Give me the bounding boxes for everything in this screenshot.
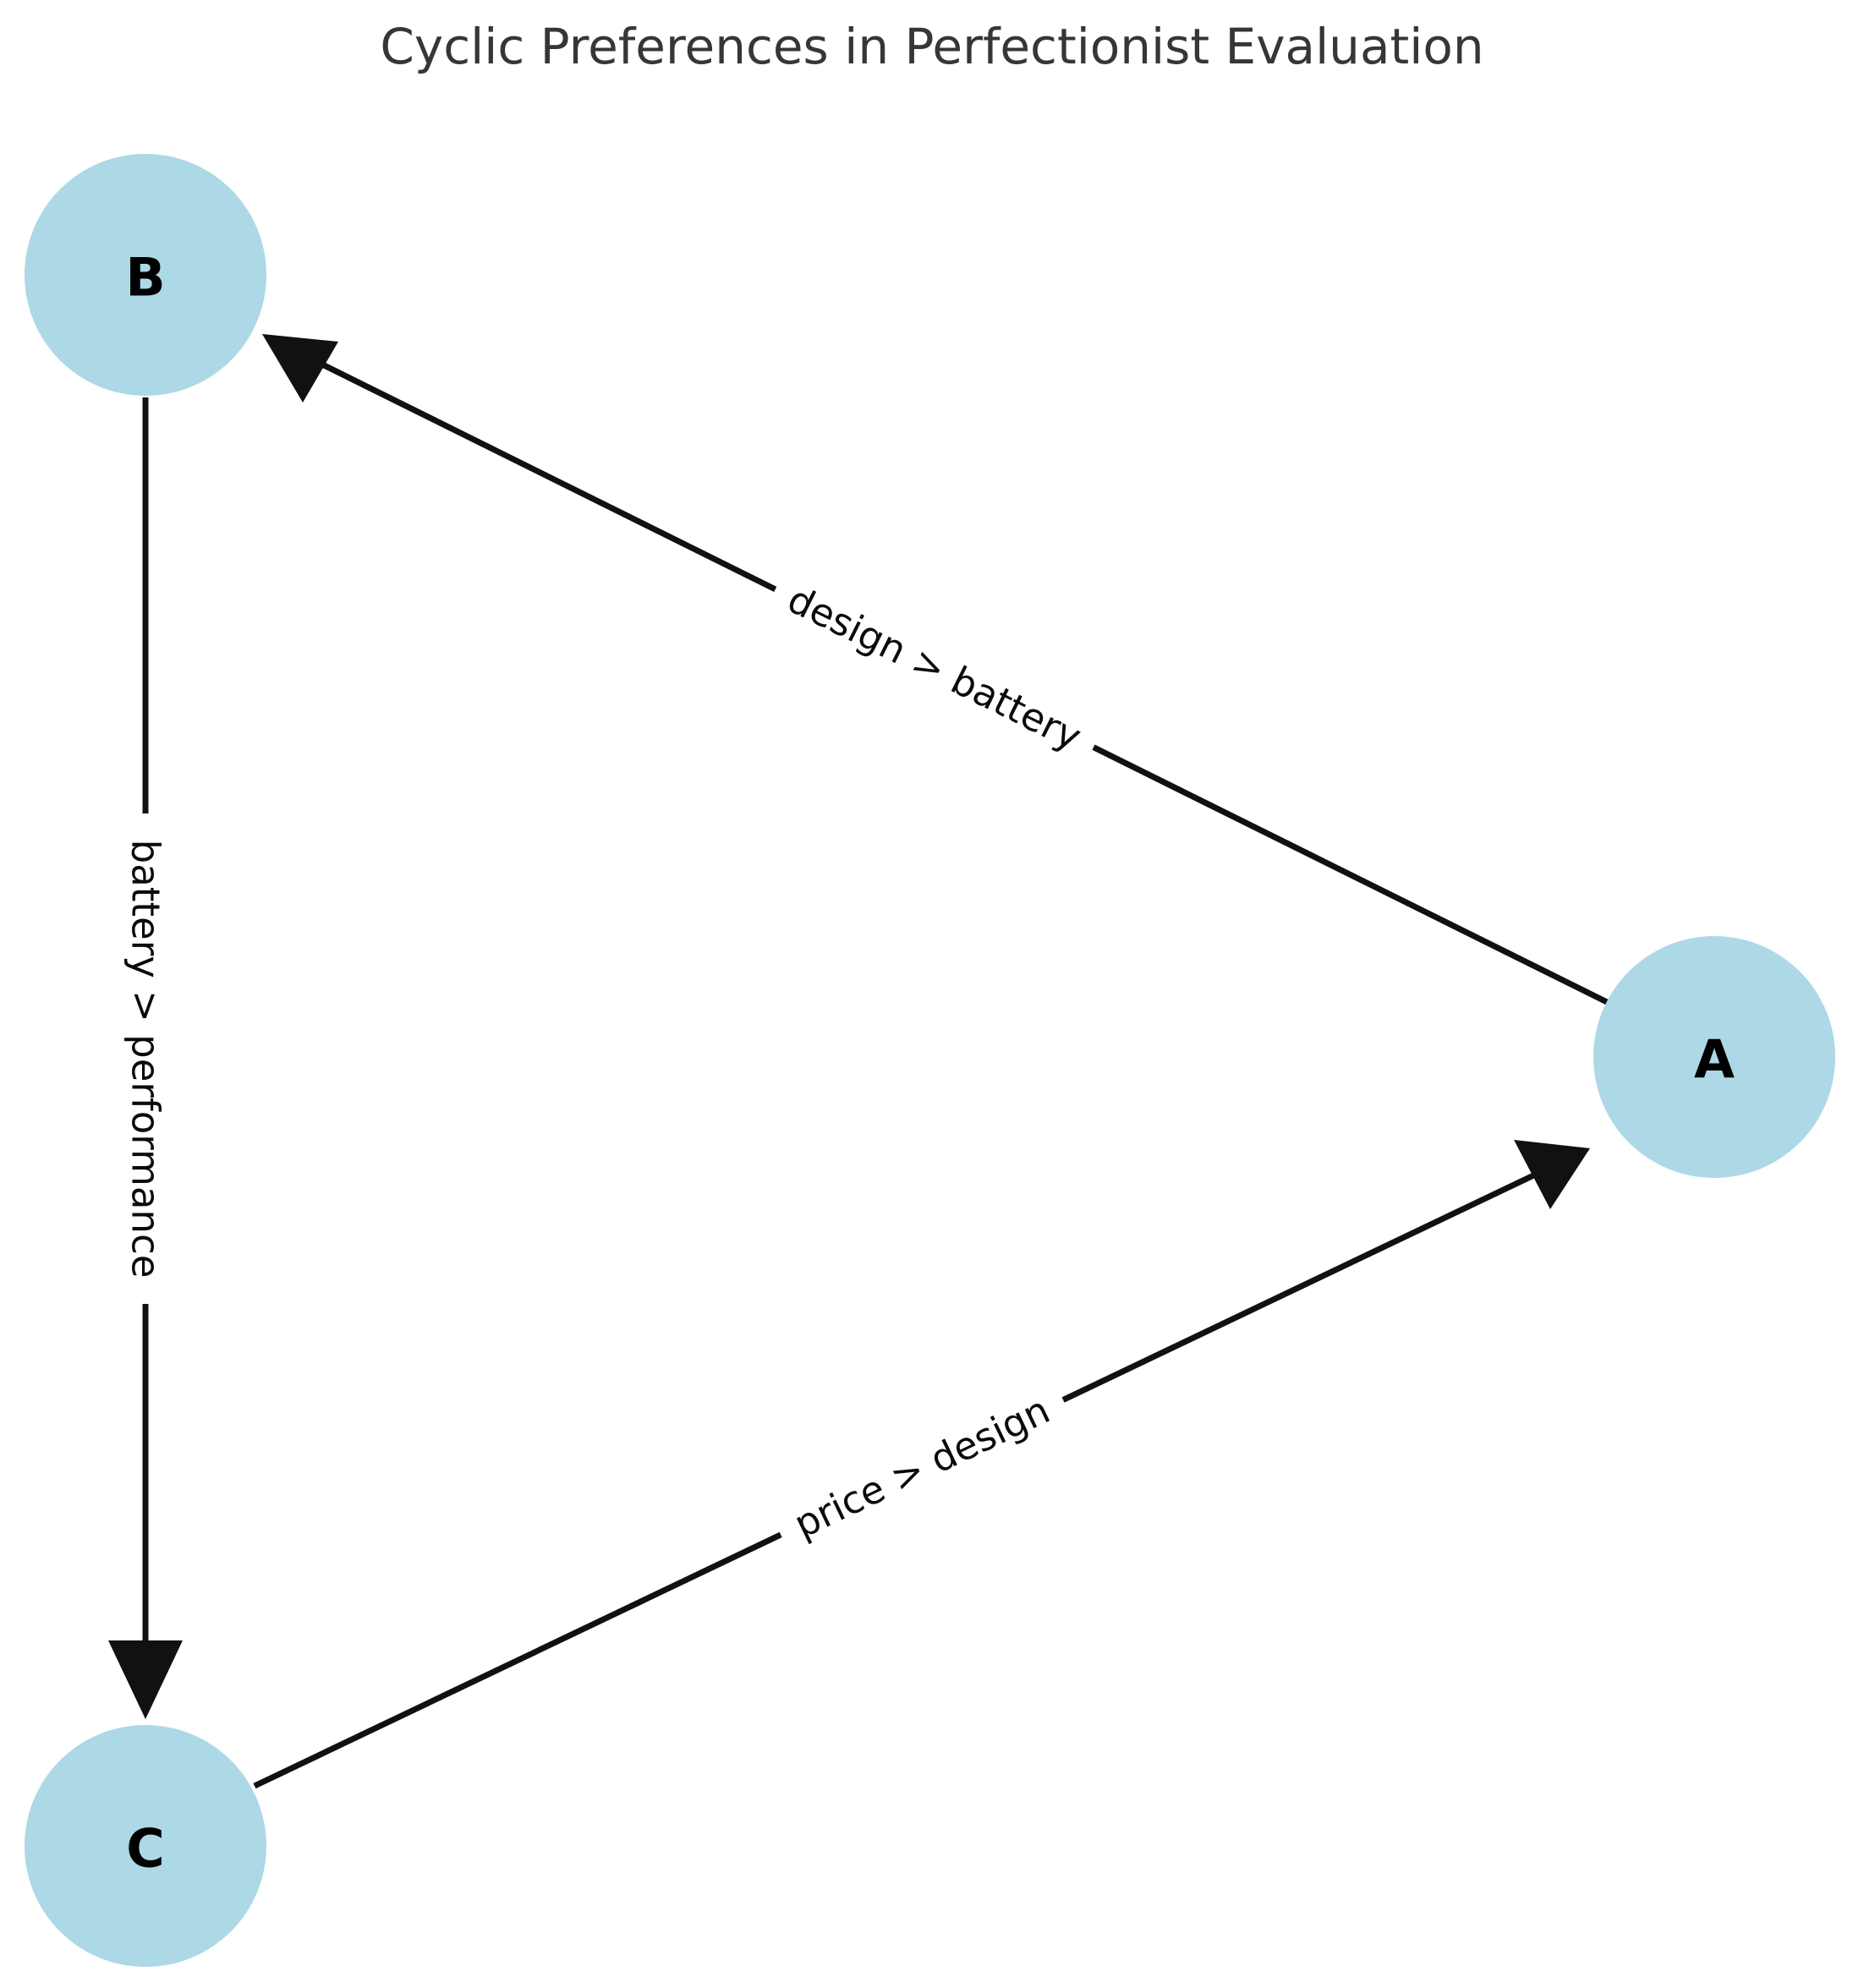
edge-b-to-c-label-group: battery > performance xyxy=(118,813,173,1304)
node-b-label: B xyxy=(125,247,165,309)
node-a[interactable]: A xyxy=(1593,936,1835,1178)
node-c[interactable]: C xyxy=(25,1725,266,1967)
node-a-circle xyxy=(1593,936,1835,1178)
edge-c-to-a-arrowhead xyxy=(1514,1140,1590,1209)
node-b-circle xyxy=(25,154,266,396)
nodes-layer: B A C xyxy=(25,154,1835,1967)
node-b[interactable]: B xyxy=(25,154,266,396)
edge-b-to-c-label-backdrop xyxy=(118,813,173,1304)
edge-b-to-c-arrowhead xyxy=(108,1640,183,1719)
edge-c-to-a-label-backdrop xyxy=(769,1375,1075,1559)
edge-a-to-b-label-backdrop xyxy=(763,564,1106,772)
edge-a-to-b-arrowhead xyxy=(262,334,338,403)
edges-layer: design > battery battery > performance p… xyxy=(108,334,1609,1789)
node-c-circle xyxy=(25,1725,266,1967)
edge-b-to-c-label: battery > performance xyxy=(123,840,168,1279)
node-a-label: A xyxy=(1694,1029,1735,1091)
edge-b-to-c[interactable]: battery > performance xyxy=(108,397,183,1719)
node-c-label: C xyxy=(126,1818,165,1880)
page-title: Cyclic Preferences in Perfectionist Eval… xyxy=(380,18,1483,75)
